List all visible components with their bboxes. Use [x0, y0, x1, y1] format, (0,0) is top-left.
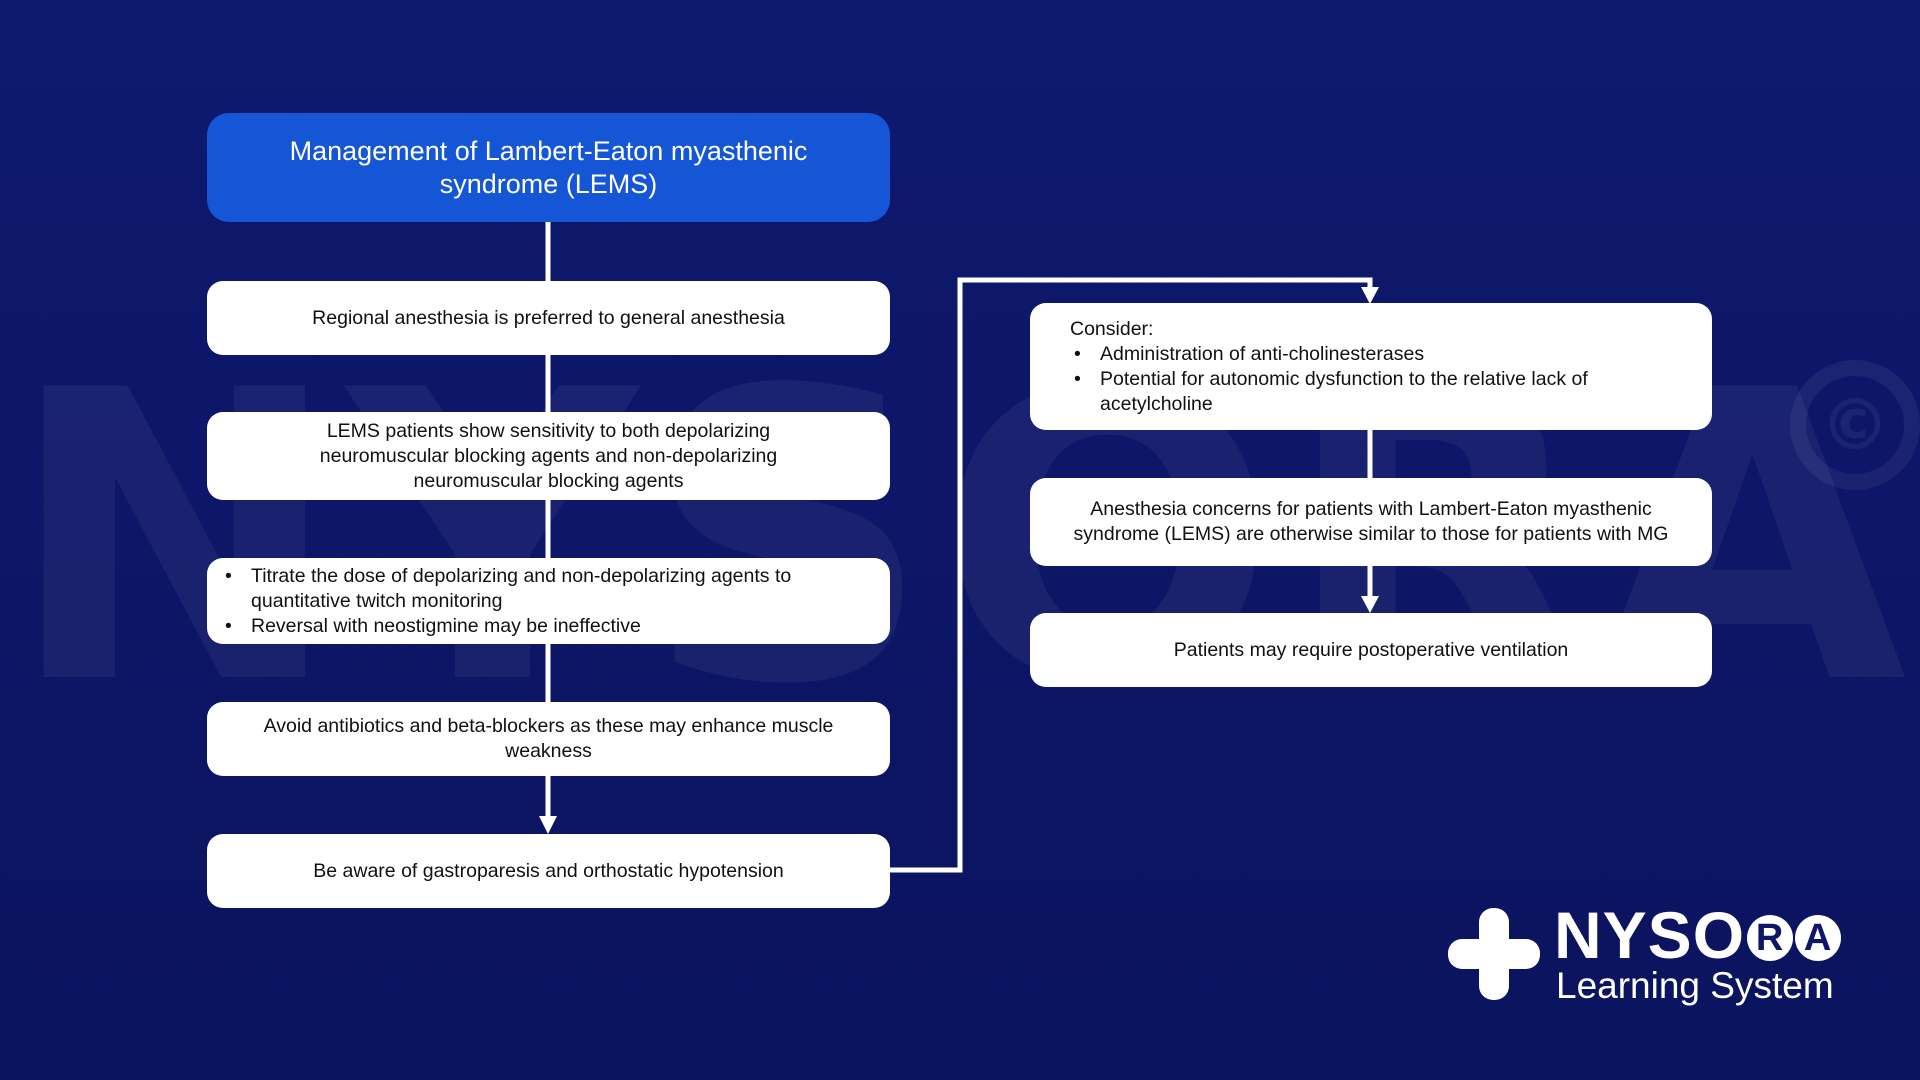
- elbow-connector: [890, 277, 1373, 873]
- step-postoperative-ventilation: Patients may require postoperative venti…: [1030, 613, 1712, 687]
- step-consider: Consider: Administration of anti-choline…: [1030, 303, 1712, 430]
- medical-cross-icon: [1448, 908, 1540, 1000]
- step-gastroparesis: Be aware of gastroparesis and orthostati…: [207, 834, 890, 908]
- logo-circled-a: A: [1795, 915, 1842, 961]
- logo-circled-r: R: [1747, 915, 1794, 961]
- arrow-to-step5: [539, 816, 557, 834]
- consider-content: Consider: Administration of anti-choline…: [1070, 317, 1672, 417]
- step-avoid-antibiotics-text: Avoid antibiotics and beta-blockers as t…: [263, 715, 834, 762]
- titrate-bullet-list: Titrate the dose of depolarizing and non…: [221, 564, 860, 639]
- step-postoperative-ventilation-text: Patients may require postoperative venti…: [1173, 638, 1569, 661]
- step-nmb-sensitivity-text: LEMS patients show sensitivity to both d…: [319, 419, 778, 492]
- flow-title: Management of Lambert-Eaton myasthenic s…: [289, 135, 808, 199]
- bullet-item: Potential for autonomic dysfunction to t…: [1070, 367, 1672, 417]
- bullet-item: Reversal with neostigmine may be ineffec…: [221, 614, 860, 639]
- bullet-item: Administration of anti-cholinesterases: [1070, 342, 1672, 367]
- arrow-to-consider: [1361, 287, 1379, 304]
- step-regional-anesthesia-text: Regional anesthesia is preferred to gene…: [312, 306, 785, 329]
- bullet-item: Titrate the dose of depolarizing and non…: [221, 564, 860, 614]
- step-similar-to-mg-text: Anesthesia concerns for patients with La…: [1073, 498, 1669, 545]
- step-similar-to-mg: Anesthesia concerns for patients with La…: [1030, 478, 1712, 566]
- step-gastroparesis-text: Be aware of gastroparesis and orthostati…: [313, 859, 784, 882]
- logo-subtitle: Learning System: [1556, 965, 1834, 1006]
- arrow-to-ventilation: [1361, 596, 1379, 613]
- flow-title-box: Management of Lambert-Eaton myasthenic s…: [207, 113, 890, 222]
- step-avoid-antibiotics: Avoid antibiotics and beta-blockers as t…: [207, 702, 890, 776]
- step-regional-anesthesia: Regional anesthesia is preferred to gene…: [207, 281, 890, 355]
- logo-name-prefix: NYSO: [1554, 898, 1746, 972]
- consider-heading: Consider:: [1070, 317, 1154, 340]
- step-nmb-sensitivity: LEMS patients show sensitivity to both d…: [207, 412, 890, 500]
- step-titrate-dose: Titrate the dose of depolarizing and non…: [207, 558, 890, 644]
- consider-bullet-list: Administration of anti-cholinesterases P…: [1070, 342, 1672, 417]
